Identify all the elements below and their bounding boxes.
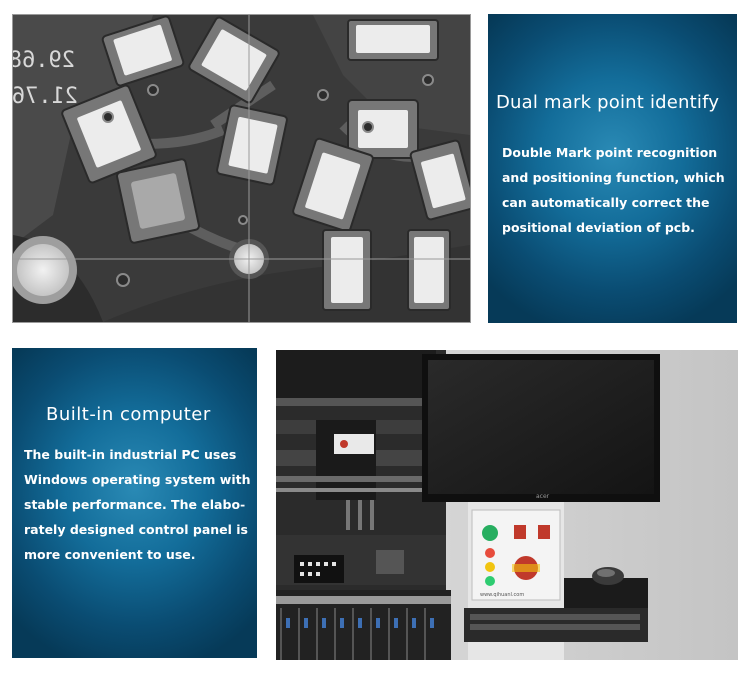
monitor-brand-label: acer: [536, 493, 550, 500]
feature-description: The built-in industrial PC uses Windows …: [24, 442, 254, 567]
feature-card-builtin-computer: Built-in computer The built-in industria…: [12, 348, 257, 658]
control-panel-label: www.qihuanl.com: [480, 592, 524, 598]
description-line: rately designed control panel is: [24, 522, 248, 537]
silkscreen-number-1: 29.68: [13, 48, 75, 73]
description-line: can automatically correct the: [502, 195, 710, 210]
feature-description: Double Mark point recognition and positi…: [502, 140, 734, 240]
pcb-camera-image: 29.68 21.76: [12, 14, 471, 323]
machine-illustration: acer www.qihuanl.com: [276, 350, 738, 660]
feature-title: Built-in computer: [46, 404, 211, 425]
description-line: Double Mark point recognition: [502, 145, 718, 160]
feature-card-dual-mark: Dual mark point identify Double Mark poi…: [488, 14, 737, 323]
silkscreen-number-2: 21.76: [13, 84, 78, 109]
description-line: Windows operating system with: [24, 472, 251, 487]
machine-photo: acer www.qihuanl.com: [276, 350, 738, 660]
description-line: positional deviation of pcb.: [502, 220, 695, 235]
description-line: and positioning function, which: [502, 170, 725, 185]
description-line: more convenient to use.: [24, 547, 196, 562]
feature-title: Dual mark point identify: [496, 92, 720, 113]
description-line: stable performance. The elabo-: [24, 497, 246, 512]
description-line: The built-in industrial PC uses: [24, 447, 237, 462]
pcb-illustration: 29.68 21.76: [13, 15, 470, 322]
